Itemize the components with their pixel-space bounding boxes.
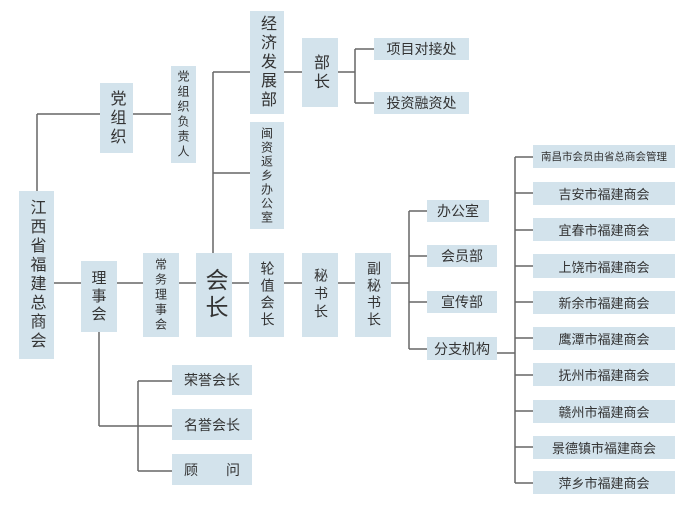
node-secretary-general: 秘书长	[302, 253, 338, 337]
node-department: 分支机构	[427, 337, 497, 360]
node-nominal-president: 名誉会长	[172, 409, 252, 440]
node-project-office: 项目对接处	[374, 38, 469, 60]
node-branch: 萍乡市福建商会	[533, 471, 675, 494]
node-root: 江西省福建总商会	[19, 191, 54, 359]
node-advisor: 顾 问	[172, 454, 252, 485]
node-department: 会员部	[427, 245, 497, 267]
node-honorary-president: 荣誉会长	[172, 365, 252, 395]
node-president: 会长	[196, 253, 232, 337]
node-branch: 宜春市福建商会	[533, 218, 675, 241]
node-party-leader: 党组织负责人	[171, 66, 196, 163]
node-party-org: 党组织	[100, 83, 133, 153]
node-finance-office: 投资融资处	[374, 92, 469, 114]
node-council: 理事会	[81, 261, 117, 332]
node-branch: 南昌市会员由省总商会管理	[533, 145, 675, 168]
node-rotating-president: 轮值会长	[249, 253, 284, 337]
node-return-office: 闽资返乡办公室	[250, 122, 284, 229]
node-branch: 鹰潭市福建商会	[533, 327, 675, 350]
node-department: 办公室	[427, 200, 489, 222]
node-branch: 赣州市福建商会	[533, 400, 675, 423]
node-standing-council: 常务理事会	[143, 253, 179, 337]
node-branch: 吉安市福建商会	[533, 182, 675, 205]
node-branch: 上饶市福建商会	[533, 254, 675, 278]
node-branch: 景德镇市福建商会	[533, 436, 675, 459]
node-minister: 部长	[302, 38, 338, 107]
node-department: 宣传部	[427, 291, 497, 313]
node-economic-dept: 经济发展部	[250, 11, 284, 114]
node-branch: 抚州市福建商会	[533, 363, 675, 386]
node-branch: 新余市福建商会	[533, 291, 675, 314]
node-deputy-secretary: 副秘书长	[355, 253, 391, 337]
